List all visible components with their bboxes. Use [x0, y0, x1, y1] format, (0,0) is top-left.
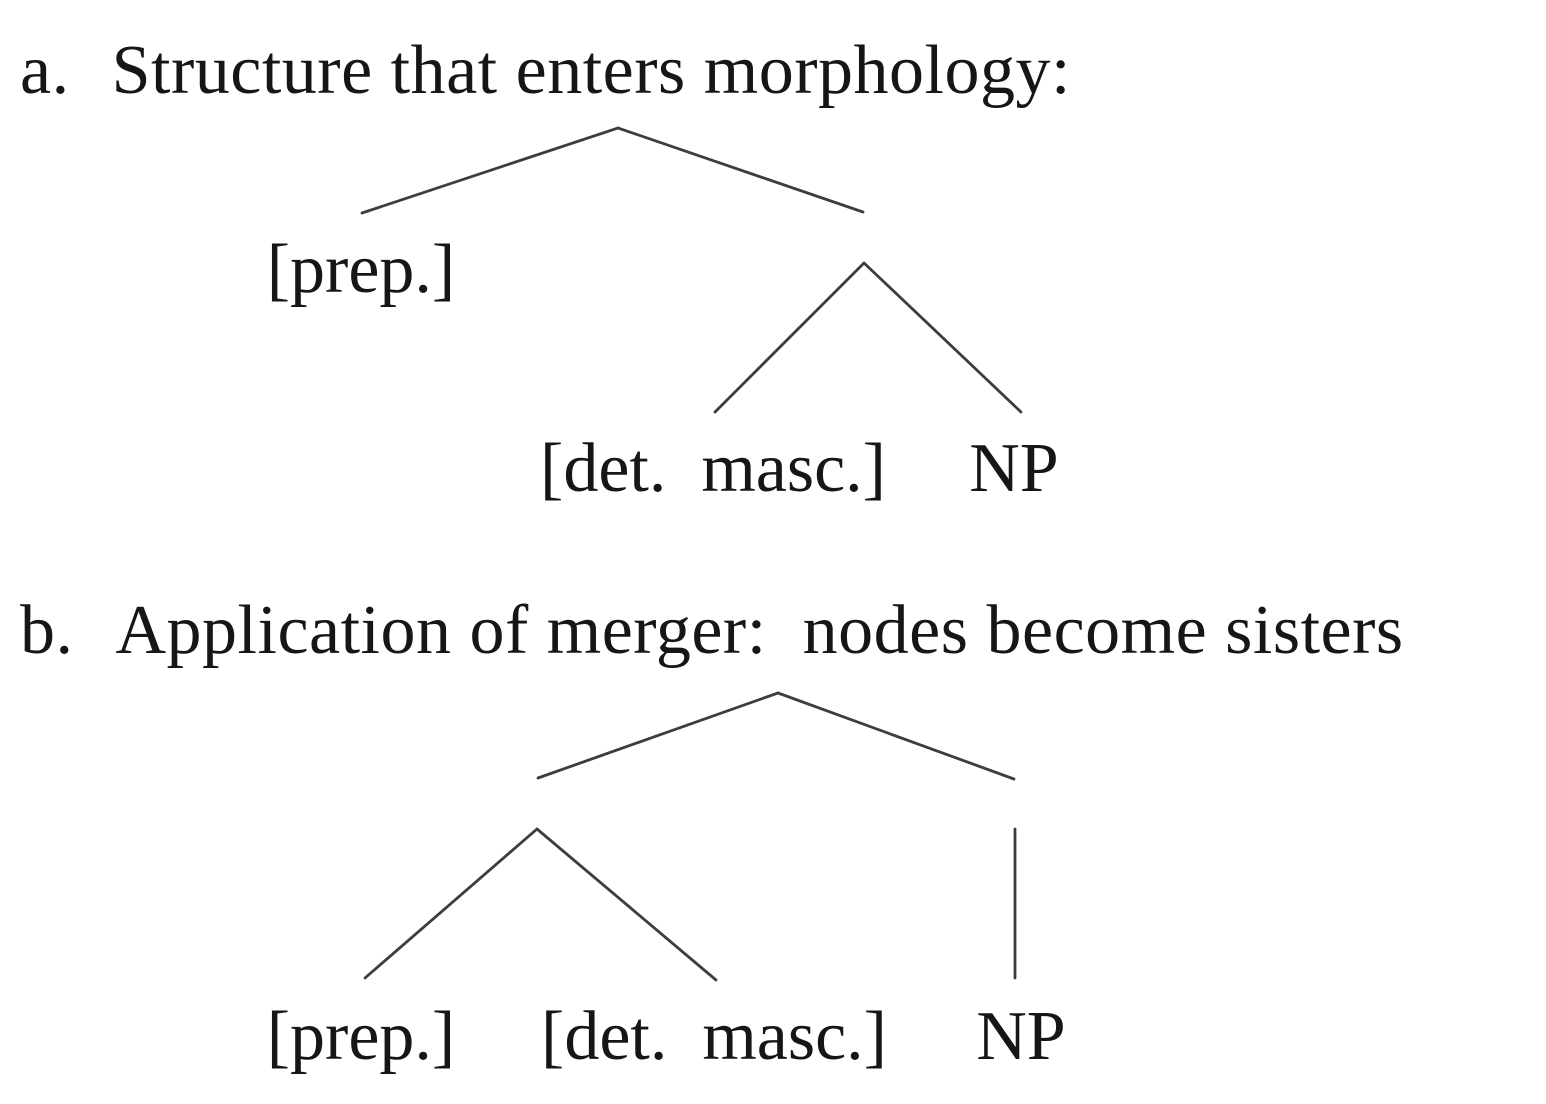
tree-a-root-right-edge — [616, 126, 865, 214]
example-a-marker: a. — [20, 32, 70, 109]
tree-a-leaf-prep: [prep.] — [266, 231, 456, 308]
tree-a-edges — [360, 126, 1023, 414]
tree-a-inner-right-edge — [862, 261, 1023, 414]
example-b-title: Application of merger: nodes become sist… — [115, 592, 1404, 669]
example-b-marker: b. — [20, 592, 74, 669]
tree-b-leaf-det-masc: [det. masc.] — [541, 998, 887, 1075]
example-a-heading: a. Structure that enters morphology: — [20, 36, 1071, 106]
tree-b-leaf-prep: [prep.] — [266, 998, 456, 1075]
tree-b-root-left-edge — [536, 691, 780, 780]
tree-b-edges — [363, 691, 1017, 982]
tree-b-inner-right-edge — [535, 827, 718, 982]
tree-b-root-right-edge — [776, 691, 1016, 781]
example-b-heading: b. Application of merger: nodes become s… — [20, 596, 1404, 666]
tree-a-root-left-edge — [360, 126, 620, 215]
tree-a-inner-left-edge — [713, 261, 866, 414]
tree-a-leaf-det-masc: [det. masc.] — [540, 430, 886, 507]
tree-a-leaf-np: NP — [969, 430, 1059, 507]
tree-b-inner-left-edge — [363, 827, 539, 980]
example-a-title: Structure that enters morphology: — [111, 32, 1071, 109]
tree-b-leaf-np: NP — [976, 998, 1066, 1075]
